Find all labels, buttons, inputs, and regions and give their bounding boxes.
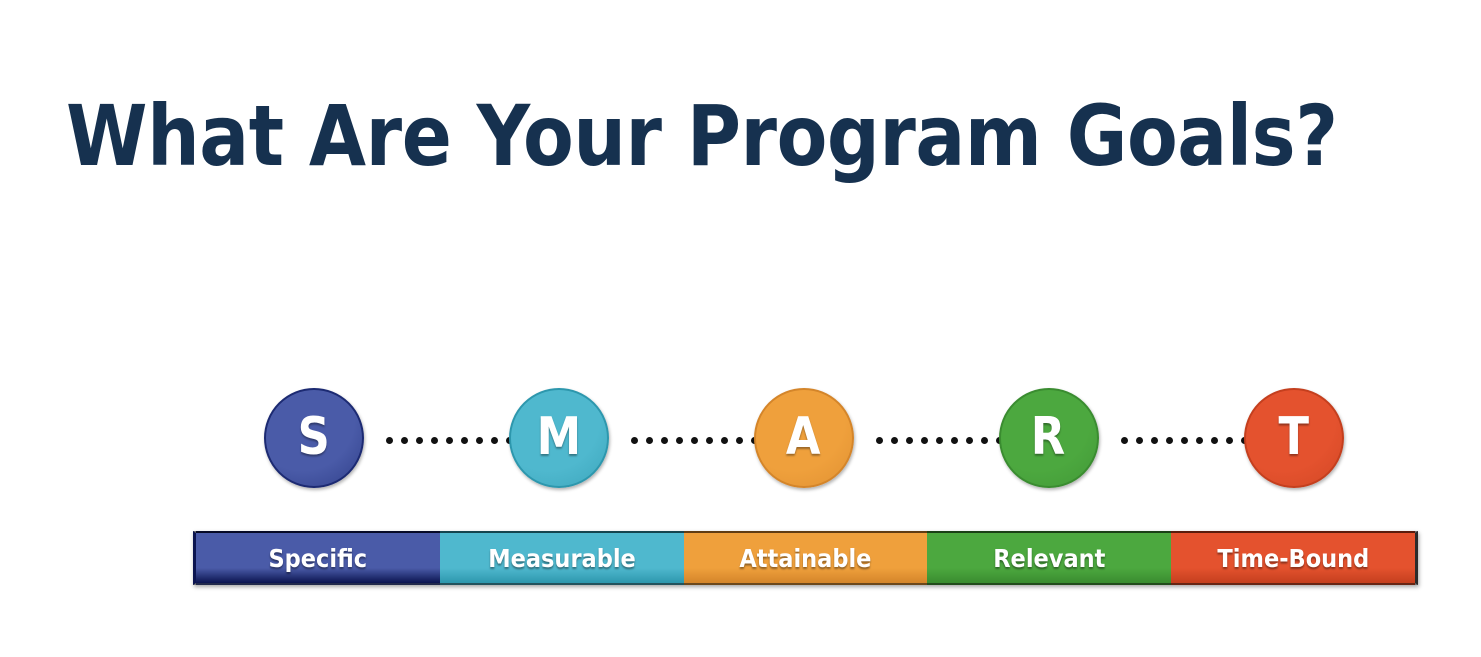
- arrow-dot: [735, 436, 743, 444]
- arrow-dot: [935, 436, 943, 444]
- arrow-dot: [965, 436, 973, 444]
- flow-arrow-icon: [1120, 429, 1267, 451]
- smart-node-specific[interactable]: S: [263, 388, 368, 492]
- arrow-dot: [905, 436, 913, 444]
- smart-label-text: Time-Bound: [1217, 543, 1370, 573]
- arrow-dot: [1225, 436, 1233, 444]
- smart-node-letter: A: [786, 407, 821, 467]
- arrow-dot: [630, 436, 638, 444]
- arrow-dot: [690, 436, 698, 444]
- smart-label-text: Attainable: [739, 543, 872, 573]
- smart-node-measurable[interactable]: M: [508, 388, 613, 492]
- arrow-dot: [720, 436, 728, 444]
- arrow-dot: [980, 436, 988, 444]
- arrow-dot: [875, 436, 883, 444]
- flow-arrow-icon: [875, 429, 1022, 451]
- flow-arrow-icon: [630, 429, 777, 451]
- arrow-dot: [1195, 436, 1203, 444]
- smart-label-measurable[interactable]: Measurable: [439, 531, 684, 585]
- smart-label-bar: Specific Measurable Attainable Relevant Time…: [193, 531, 1418, 585]
- arrow-dot: [1150, 436, 1158, 444]
- arrow-dot: [1210, 436, 1218, 444]
- smart-node-letter: M: [536, 407, 581, 467]
- arrow-dot: [890, 436, 898, 444]
- smart-node-attainable[interactable]: A: [753, 388, 858, 492]
- smart-node-time-bound[interactable]: T: [1243, 388, 1348, 492]
- smart-node-letter: R: [1031, 407, 1066, 467]
- arrow-dot: [645, 436, 653, 444]
- arrow-dot: [705, 436, 713, 444]
- arrow-dot: [660, 436, 668, 444]
- arrow-dot: [415, 436, 423, 444]
- arrow-dot: [1165, 436, 1173, 444]
- smart-node-letter: S: [297, 407, 330, 467]
- arrow-dot: [1120, 436, 1128, 444]
- arrow-dot: [400, 436, 408, 444]
- arrow-dot: [430, 436, 438, 444]
- page-title: What Are Your Program Goals?: [66, 87, 1338, 186]
- smart-label-time-bound[interactable]: Time-Bound: [1171, 531, 1418, 585]
- arrow-dots: [875, 436, 1003, 444]
- arrow-dot: [475, 436, 483, 444]
- arrow-dot: [950, 436, 958, 444]
- arrow-dots: [385, 436, 513, 444]
- arrow-dot: [460, 436, 468, 444]
- flow-arrow-icon: [385, 429, 532, 451]
- arrow-dot: [385, 436, 393, 444]
- smart-label-relevant[interactable]: Relevant: [927, 531, 1172, 585]
- arrow-dot: [920, 436, 928, 444]
- smart-node-letter: T: [1278, 407, 1309, 467]
- smart-label-specific[interactable]: Specific: [193, 531, 440, 585]
- smart-node-circle: S: [263, 388, 364, 488]
- smart-node-circle: A: [753, 388, 854, 488]
- arrow-dots: [1120, 436, 1248, 444]
- smart-label-text: Specific: [268, 543, 368, 573]
- arrow-dot: [675, 436, 683, 444]
- smart-node-relevant[interactable]: R: [998, 388, 1103, 492]
- smart-label-text: Measurable: [487, 543, 636, 573]
- smart-label-attainable[interactable]: Attainable: [683, 531, 928, 585]
- arrow-dot: [490, 436, 498, 444]
- smart-node-circle: T: [1243, 388, 1344, 488]
- smart-label-text: Relevant: [993, 543, 1106, 573]
- arrow-dot: [1180, 436, 1188, 444]
- smart-node-circle: M: [508, 388, 609, 488]
- arrow-dot: [1135, 436, 1143, 444]
- arrow-dots: [630, 436, 758, 444]
- arrow-dot: [445, 436, 453, 444]
- smart-node-circle: R: [998, 388, 1099, 488]
